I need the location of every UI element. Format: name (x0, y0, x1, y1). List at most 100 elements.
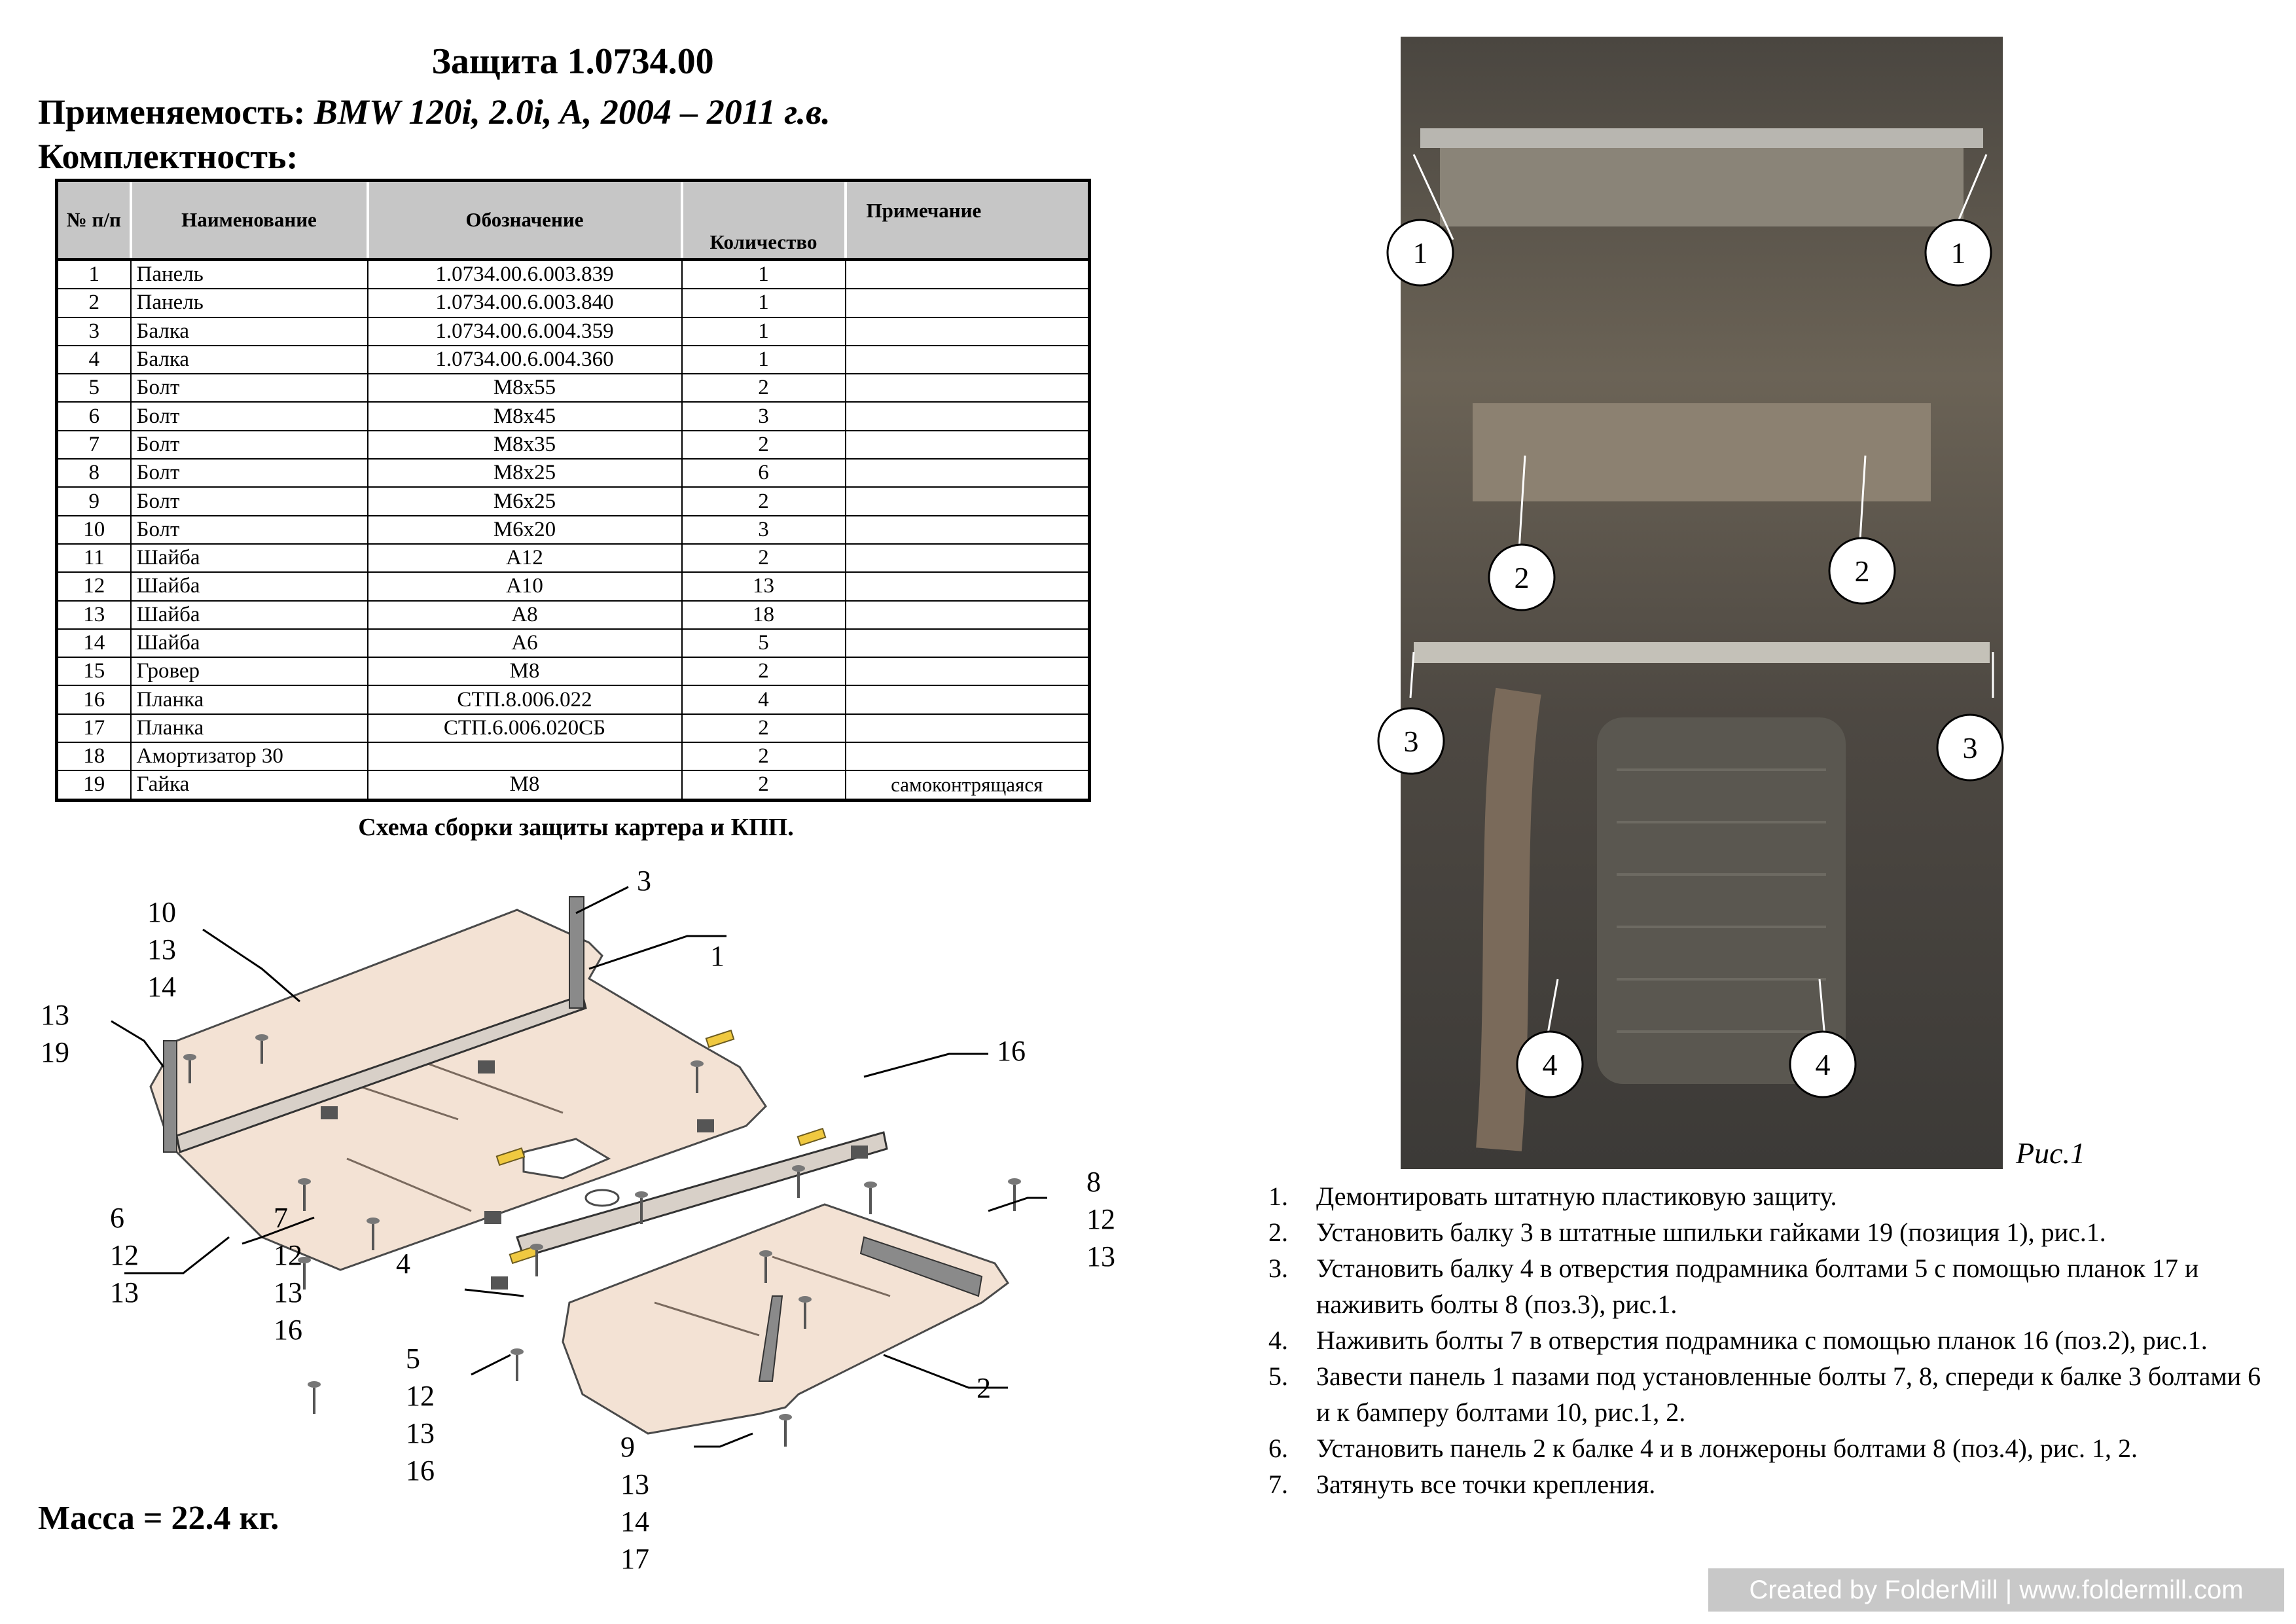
beam-17-left (758, 1295, 783, 1382)
cell-no: 12 (56, 571, 132, 602)
parts-table: № п/п Наименование Обозначение Количеств… (55, 179, 1091, 802)
cell-note (844, 543, 1090, 573)
instruction-text: Установить балку 3 в штатные шпильки гай… (1316, 1218, 2106, 1247)
cell-name: Болт (130, 429, 368, 460)
applicability-value: BMW 120i, 2.0i, A, 2004 – 2011 г.в. (314, 92, 831, 132)
cell-name: Болт (130, 458, 368, 488)
cell-note (844, 288, 1090, 318)
cell-code: 1.0734.00.6.004.360 (367, 344, 683, 375)
cell-qty: 5 (681, 628, 846, 659)
photo-marker-2a: 2 (1488, 543, 1556, 611)
cell-no: 19 (56, 770, 132, 801)
instruction-text: Установить балку 4 в отверстия подрамник… (1316, 1254, 2199, 1319)
cell-name: Шайба (130, 543, 368, 573)
table-header-row: № п/п Наименование Обозначение Количеств… (55, 179, 1091, 261)
callout-5-line2: 12 (406, 1380, 435, 1412)
callout-7-line1: 7 (274, 1202, 288, 1234)
col-header-code: Обозначение (366, 179, 683, 261)
figure-caption: Рис.1 (2016, 1136, 2086, 1170)
cell-code: M6x20 (367, 514, 683, 545)
callout-7-line4: 16 (274, 1314, 302, 1346)
callout-6-line2: 12 (110, 1239, 139, 1271)
instruction-text: Наживить болты 7 в отверстия подрамника … (1316, 1326, 2208, 1355)
instruction-item: 1.Демонтировать штатную пластиковую защи… (1268, 1178, 2276, 1214)
beam-17-right (859, 1236, 983, 1297)
cell-qty: 6 (681, 458, 846, 488)
photo-exhaust-pipe (1476, 687, 1541, 1151)
panel-opening (522, 1138, 611, 1180)
cell-qty: 3 (681, 514, 846, 545)
photo-marker-4b: 4 (1789, 1030, 1857, 1098)
cell-qty: 2 (681, 770, 846, 801)
cell-no: 5 (56, 373, 132, 403)
callout-16: 16 (997, 1035, 1026, 1067)
svg-text:4: 4 (1816, 1048, 1831, 1081)
svg-text:2: 2 (1515, 561, 1530, 594)
instructions-list: 1.Демонтировать штатную пластиковую защи… (1268, 1178, 2276, 1502)
panel-2-shape (562, 1203, 1010, 1435)
svg-text:1: 1 (1951, 236, 1966, 270)
callout-2: 2 (977, 1372, 991, 1404)
cell-code: 1.0734.00.6.003.839 (367, 259, 683, 290)
cell-no: 9 (56, 486, 132, 516)
cell-qty: 2 (681, 543, 846, 573)
svg-text:3: 3 (1963, 731, 1978, 765)
cell-name: Гровер (130, 657, 368, 687)
callout-8-line1: 8 (1086, 1166, 1101, 1198)
leader-lines (111, 886, 1047, 1448)
callout-9-line4: 17 (620, 1543, 649, 1575)
callout-6-line3: 13 (110, 1276, 139, 1308)
cell-note (844, 657, 1090, 687)
callout-7-line3: 13 (274, 1276, 302, 1308)
callout-5-line3: 13 (406, 1417, 435, 1449)
instruction-text: Установить панель 2 к балке 4 и в лонжер… (1316, 1434, 2138, 1463)
bolts (188, 1041, 1016, 1447)
cell-name: Амортизатор 30 (130, 742, 368, 772)
cell-qty: 2 (681, 713, 846, 744)
instruction-number: 2. (1268, 1218, 1288, 1247)
svg-text:4: 4 (1543, 1048, 1558, 1081)
callout-10-line2: 13 (147, 933, 176, 965)
cell-note (844, 685, 1090, 715)
cell-code: 1.0734.00.6.004.359 (367, 316, 683, 346)
cell-code: M8x25 (367, 458, 683, 488)
cell-name: Шайба (130, 571, 368, 602)
instruction-item: 3.Установить балку 4 в отверстия подрамн… (1268, 1250, 2276, 1322)
applicability: Применяемость: BMW 120i, 2.0i, A, 2004 –… (38, 92, 831, 132)
cell-no: 10 (56, 514, 132, 545)
cell-code: 1.0734.00.6.003.840 (367, 288, 683, 318)
photo-lower-beam (1414, 642, 1990, 663)
instruction-text: Демонтировать штатную пластиковую защиту… (1316, 1182, 1837, 1211)
cell-qty: 2 (681, 742, 846, 772)
cell-note (844, 628, 1090, 659)
cell-code: A10 (367, 571, 683, 602)
instruction-item: 5.Завести панель 1 пазами под установлен… (1268, 1358, 2276, 1430)
cell-code: M8 (367, 657, 683, 687)
col-header-name: Наименование (129, 179, 369, 261)
cell-name: Болт (130, 373, 368, 403)
cell-qty: 18 (681, 600, 846, 630)
cell-note (844, 571, 1090, 602)
cell-note (844, 742, 1090, 772)
panel-ribs (340, 1059, 891, 1337)
watermark: Created by FolderMill | www.foldermill.c… (1708, 1568, 2284, 1612)
cell-note (844, 429, 1090, 460)
cell-no: 7 (56, 429, 132, 460)
cell-qty: 2 (681, 486, 846, 516)
scheme-title: Схема сборки защиты картера и КПП. (358, 814, 794, 841)
cell-name: Планка (130, 713, 368, 744)
cell-code: M8x55 (367, 373, 683, 403)
cell-no: 11 (56, 543, 132, 573)
assembly-diagram: 3 1 10 13 14 13 19 16 6 12 13 7 12 13 16… (41, 865, 1115, 1575)
instruction-text: Завести панель 1 пазами под установленны… (1316, 1362, 2261, 1427)
panel-opening-small (584, 1189, 620, 1207)
